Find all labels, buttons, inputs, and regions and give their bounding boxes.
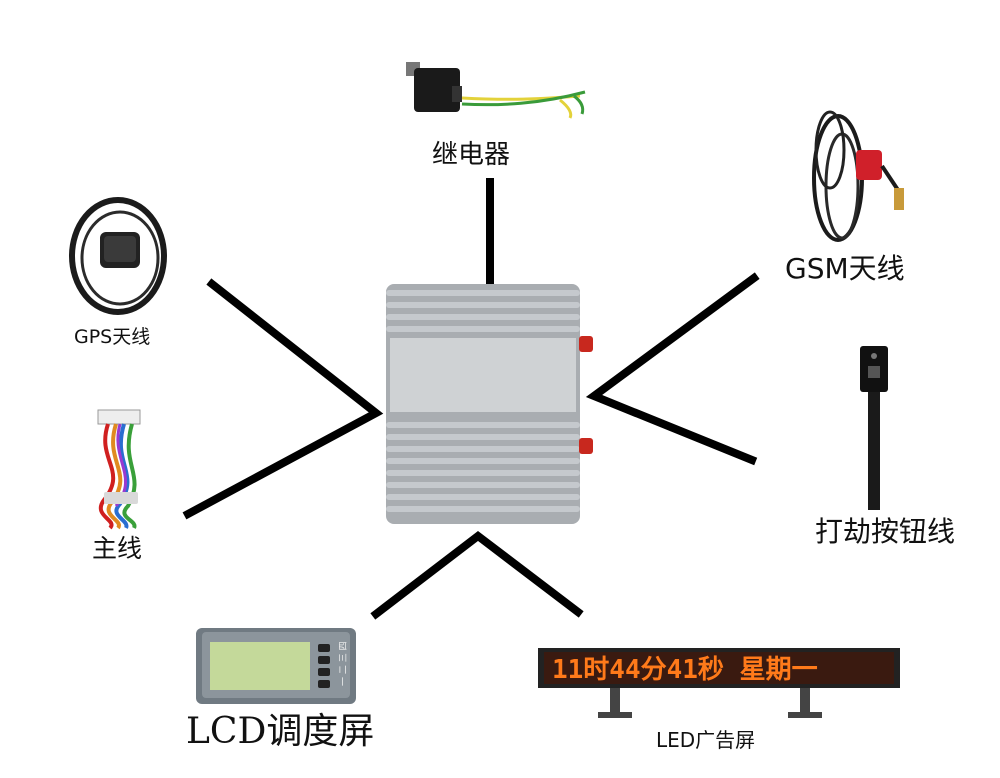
led-screen-icon: 11时44分41秒 星期一: [538, 648, 900, 718]
line-bottom-v: [370, 530, 584, 620]
label-gsm-antenna: GSM天线: [785, 252, 905, 285]
device-fins-bottom: [386, 422, 580, 512]
lcd-button-labels: 一 二 三 四: [339, 641, 349, 686]
connector-lines: [182, 178, 760, 620]
label-relay: 继电器: [432, 140, 511, 170]
tracker-device: [386, 284, 593, 524]
line-right-v: [585, 272, 760, 466]
device-fins-top: [386, 290, 580, 332]
line-left-v: [182, 278, 384, 520]
main-cable-icon: [97, 409, 141, 530]
antenna-connector-icon: [579, 336, 593, 454]
led-display-text: 11时44分41秒 星期一: [552, 655, 818, 685]
relay-icon: [406, 62, 586, 119]
panic-button-icon: [860, 346, 888, 510]
label-main-cable: 主线: [92, 534, 143, 563]
label-led-screen: LED广告屏: [656, 728, 756, 752]
label-panic-button: 打劫按钮线: [815, 515, 956, 548]
label-gps-antenna: GPS天线: [74, 326, 151, 348]
label-lcd-screen: LCD调度屏: [186, 711, 375, 752]
gps-antenna-icon: [69, 197, 167, 315]
lcd-screen-icon: 一 二 三 四: [196, 628, 356, 704]
device-label-plate: [390, 338, 576, 412]
gsm-antenna-icon: [812, 110, 904, 242]
